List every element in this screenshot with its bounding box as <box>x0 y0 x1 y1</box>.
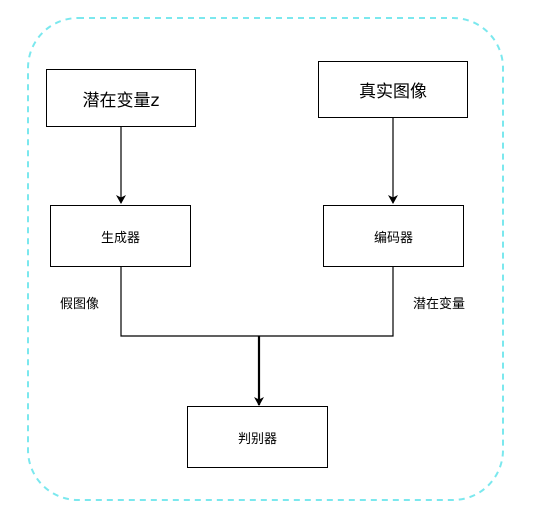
node-generator: 生成器 <box>50 205 191 267</box>
edge-encoder-to-merge <box>259 267 394 337</box>
group-boundary <box>27 17 504 501</box>
label-latent-variable: 潜在变量 <box>413 297 466 312</box>
label-fake-image: 假图像 <box>60 297 100 312</box>
node-discriminator: 判别器 <box>187 406 328 468</box>
node-encoder: 编码器 <box>323 205 464 267</box>
edge-generator-to-merge <box>120 267 259 337</box>
node-latent-z: 潜在变量z <box>46 69 196 127</box>
node-real-image: 真实图像 <box>318 61 468 118</box>
